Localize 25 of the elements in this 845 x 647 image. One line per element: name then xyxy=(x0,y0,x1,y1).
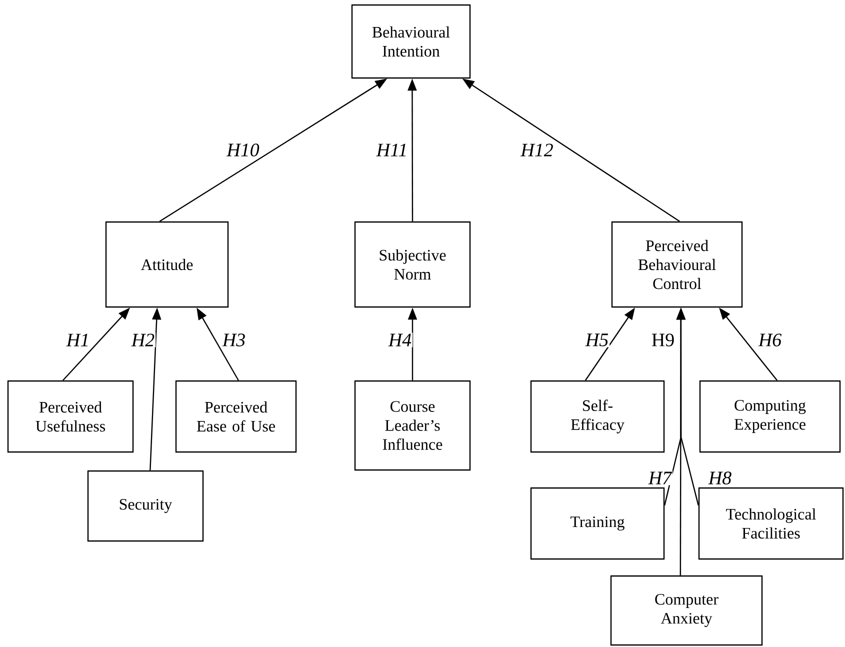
edge-label: H9 xyxy=(650,332,676,348)
concept-box: Perceived Behavioural Control xyxy=(611,221,743,308)
edge-label: H8 xyxy=(707,470,733,486)
concept-box: Training xyxy=(530,487,665,560)
concept-box: Behavioural Intention xyxy=(351,4,471,79)
concept-box: Perceived Usefulness xyxy=(7,380,134,453)
concept-box: Security xyxy=(87,470,204,542)
edge-label: H1 xyxy=(65,332,91,348)
edge-label: H4 xyxy=(387,332,413,348)
edge-label: H2 xyxy=(130,332,156,348)
edge-label: H7 xyxy=(647,470,673,486)
concept-box: Subjective Norm xyxy=(354,221,471,308)
edge-label: H10 xyxy=(226,142,260,158)
concept-box: Computer Anxiety xyxy=(610,575,763,646)
concept-box: Technological Facilities xyxy=(698,487,844,560)
edge-label: H5 xyxy=(584,332,610,348)
concept-box: Computing Experience xyxy=(699,380,841,453)
edge-label: H6 xyxy=(757,332,783,348)
edge-label: H3 xyxy=(221,332,247,348)
concept-box: Course Leader’s Influence xyxy=(354,380,471,471)
concept-box: Self-Efficacy xyxy=(530,380,665,453)
edge-label: H11 xyxy=(375,142,409,158)
concept-box: Attitude xyxy=(105,221,229,308)
concept-box: Perceived Ease of Use xyxy=(175,380,297,453)
edge-label: H12 xyxy=(520,142,554,158)
